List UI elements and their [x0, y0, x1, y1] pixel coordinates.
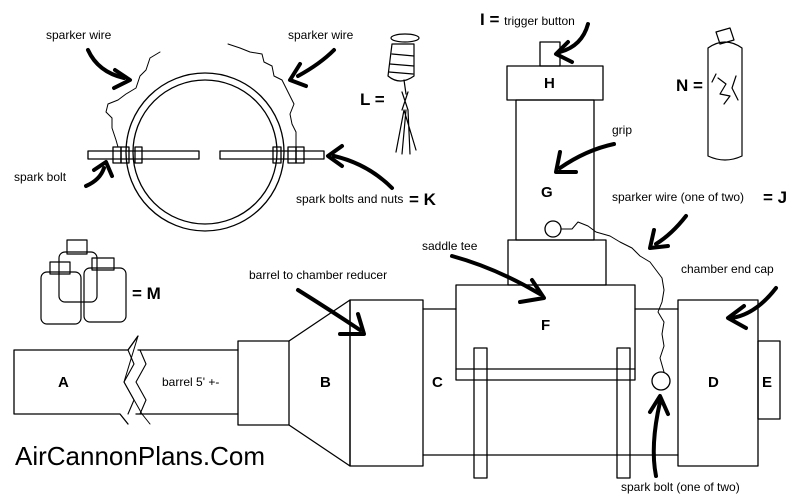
part-G-label: G — [541, 184, 553, 201]
spark-bolt-one-of-two-label: spark bolt (one of two) — [621, 480, 740, 494]
grip-and-handle — [506, 41, 604, 241]
sparker-wire-one-of-two-label: sparker wire (one of two) — [612, 190, 745, 204]
arrow-grip — [558, 142, 616, 170]
spark-bolts-cross-section — [87, 146, 325, 164]
spark-bolt-label: spark bolt — [14, 170, 67, 184]
sparker-wire-left-label: sparker wire — [46, 28, 112, 42]
part-B-label: B — [320, 374, 331, 391]
arrow-sparker-wire-left — [86, 48, 126, 80]
part-C-label: C — [432, 374, 443, 391]
letter-N-label: N = — [676, 76, 703, 95]
arrow-trigger — [558, 22, 590, 54]
part-A-label: A — [58, 374, 69, 391]
arrow-reducer — [296, 288, 362, 332]
saddle-tee-label: saddle tee — [422, 239, 478, 253]
barrel-pipe — [13, 335, 239, 425]
reducer-fitting — [237, 299, 424, 467]
sparker-wires-cross-section — [105, 43, 297, 148]
pointer-arrows — [84, 22, 778, 478]
arrow-spark-bolt-bottom — [651, 400, 662, 478]
arrow-spark-bolts-right — [332, 154, 394, 190]
arrow-saddle-tee — [450, 254, 542, 296]
part-E-label: E — [762, 374, 773, 391]
chamber-cross-section — [125, 72, 285, 232]
part-D-label: D — [708, 374, 719, 391]
barrel-length-label: barrel 5' +- — [162, 375, 220, 389]
chamber-pipe — [422, 308, 679, 456]
sparker-wire-right-label: sparker wire — [288, 28, 354, 42]
barrel-reducer-label: barrel to chamber reducer — [249, 268, 388, 282]
arrow-sparker-wire-right — [296, 48, 336, 78]
wire-nut-icon — [387, 33, 420, 155]
grip-label: grip — [612, 123, 633, 137]
letter-K-label: = K — [409, 190, 436, 209]
sparker-wire-body — [560, 221, 665, 373]
spark-bolts-and-nuts-label: spark bolts and nuts — [296, 192, 404, 206]
chamber-end-cap — [651, 299, 781, 467]
part-F-label: F — [541, 317, 551, 334]
letter-M-label: = M — [132, 284, 161, 303]
saddle-tee — [455, 239, 636, 479]
trigger-text: trigger button — [504, 14, 575, 28]
trigger-letter: I = — [480, 10, 505, 29]
letter-J-label: = J — [763, 188, 788, 207]
part-H-label: H — [544, 75, 555, 92]
arrow-end-cap — [730, 286, 778, 320]
trigger-button-label: I = trigger button — [480, 11, 575, 28]
chamber-end-cap-label: chamber end cap — [681, 262, 774, 276]
arrow-sparker-wire-J — [654, 214, 688, 246]
spray-can-icon — [707, 27, 743, 161]
website-label: AirCannonPlans.Com — [15, 441, 266, 471]
arrow-spark-bolt-left — [84, 166, 106, 188]
letter-L-label: L = — [360, 90, 385, 109]
cement-cans-icon — [40, 239, 127, 325]
